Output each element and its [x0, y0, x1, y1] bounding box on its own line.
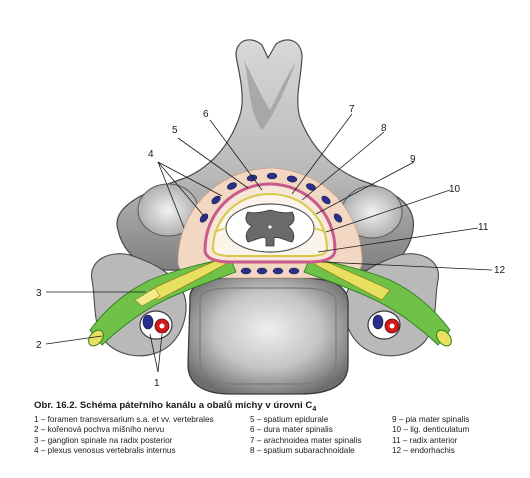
marker-6: 6: [203, 109, 209, 120]
legend-item-3: 3 – ganglion spinale na radix posterior: [34, 435, 173, 445]
right-artery-lumen: [389, 323, 395, 329]
legend-item-2: 2 – kořenová pochva míšního nervu: [34, 425, 165, 435]
legend-item-8: 8 – spatium subarachnoidale: [250, 446, 355, 456]
vertebral-body: [187, 277, 349, 395]
right-spinal-ganglion: [313, 257, 391, 301]
marker-12: 12: [494, 265, 506, 276]
legend-item-11: 11 – radix anterior: [392, 435, 458, 445]
right-sheath-end: [436, 329, 452, 347]
marker-2: 2: [36, 340, 42, 351]
ganglion-left-highlight: [134, 287, 161, 307]
left-spinal-ganglion: [149, 257, 227, 301]
marker-4: 4: [148, 149, 154, 160]
marker-5: 5: [172, 125, 178, 136]
right-vertebral-vein: [372, 314, 384, 330]
legend-item-1: 1 – foramen transversarium s.a. et vv. v…: [34, 414, 214, 424]
marker-1: 1: [154, 378, 160, 389]
legend-item-6: 6 – dura mater spinalis: [250, 425, 333, 435]
central-canal: [268, 225, 272, 229]
figure-caption: Obr. 16.2. Schéma páteřního kanálu a oba…: [34, 400, 504, 457]
legend-item-5: 5 – spatium epidurale: [250, 414, 329, 424]
spinous-process-shading: [244, 60, 296, 130]
legend-item-12: 12 – endorhachis: [392, 446, 455, 456]
marker-7: 7: [349, 104, 355, 115]
marker-11: 11: [478, 222, 489, 233]
left-artery-lumen: [159, 323, 165, 329]
marker-9: 9: [410, 154, 416, 165]
left-sheath-end: [88, 329, 104, 347]
caption-title: Obr. 16.2. Schéma páteřního kanálu a oba…: [34, 400, 504, 413]
marker-8: 8: [381, 123, 387, 134]
spinal-canal-diagram: 1 2 3 4 5 6 7 8 9 10 11 12: [36, 39, 506, 395]
denticulate-ligament: [213, 227, 327, 233]
marker-3: 3: [36, 288, 42, 299]
caption-title-subscript: 4: [312, 405, 317, 413]
legend: 1 – foramen transversarium s.a. et vv. v…: [34, 415, 504, 457]
leader-lines: [45, 113, 493, 373]
legend-item-10: 10 – lig. denticulatum: [392, 425, 470, 435]
legend-item-4: 4 – plexus venosus vertebralis internus: [34, 446, 176, 456]
vertebral-body-rim: [199, 287, 337, 385]
left-vertebral-vein: [142, 314, 154, 330]
marker-10: 10: [449, 184, 461, 195]
caption-title-text: Obr. 16.2. Schéma páteřního kanálu a oba…: [34, 400, 313, 411]
legend-item-7: 7 – arachnoidea mater spinalis: [250, 435, 362, 445]
legend-item-9: 9 – pia mater spinalis: [392, 414, 470, 424]
